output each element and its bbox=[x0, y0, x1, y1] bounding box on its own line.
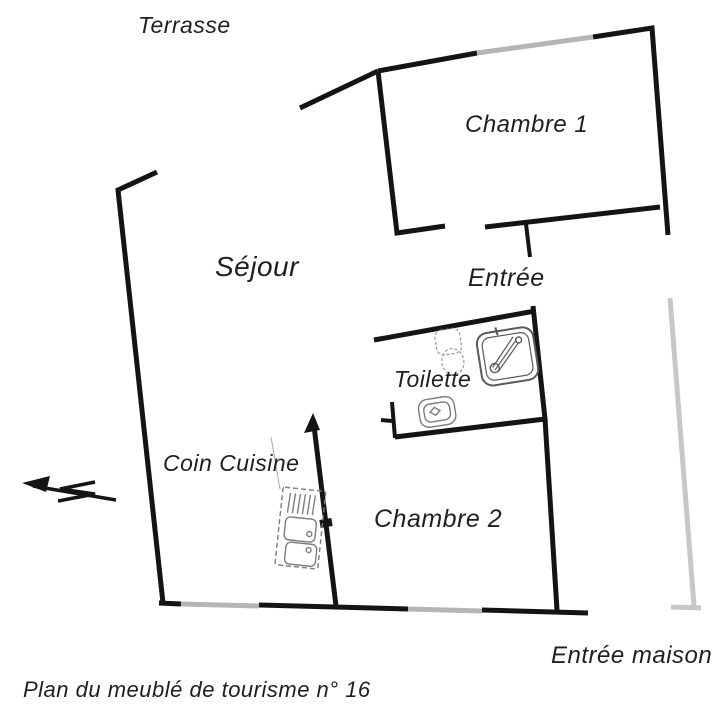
wall-chambre1-top-left bbox=[377, 50, 478, 74]
kitchen-sink-basin-1 bbox=[283, 516, 318, 543]
label-chambre2: Chambre 2 bbox=[374, 505, 503, 533]
exterior-wall-east bbox=[667, 297, 697, 607]
plan-caption: Plan du meublé de tourisme n° 16 bbox=[23, 677, 371, 702]
label-chambre1: Chambre 1 bbox=[465, 111, 589, 138]
windows-gray bbox=[180, 34, 594, 614]
wall-toilette-west-stub bbox=[390, 401, 397, 439]
exterior-wall-corner bbox=[670, 604, 702, 611]
label-terrasse: Terrasse bbox=[138, 12, 231, 38]
north-arrow-head bbox=[22, 476, 50, 492]
washbasin-drain bbox=[428, 406, 442, 417]
wall-bottom-black-2 bbox=[258, 602, 409, 612]
shower-spray-lines bbox=[492, 336, 520, 372]
kitchen-sink-basin-2 bbox=[283, 541, 318, 567]
wall-chambre1-top-right-and-east bbox=[592, 25, 671, 236]
window-bottom-right bbox=[407, 606, 483, 614]
wall-chambre2-east bbox=[542, 418, 560, 611]
wall-toilette-top bbox=[373, 308, 536, 343]
north-arrow-icon bbox=[22, 476, 117, 503]
kitchen-wall-arrowhead bbox=[304, 413, 320, 433]
toilet-cistern bbox=[434, 327, 463, 356]
exterior-boundary-gray bbox=[667, 297, 702, 611]
washbasin-inner bbox=[423, 401, 452, 423]
toilet-symbol bbox=[434, 327, 465, 376]
toilet-bowl bbox=[441, 348, 465, 376]
kitchen-counter-faint-line bbox=[270, 436, 281, 490]
kitchen-unit-outline bbox=[274, 486, 327, 570]
window-bottom-left bbox=[180, 601, 260, 609]
wall-terrasse-diagonal bbox=[298, 68, 380, 111]
label-entree-maison: Entrée maison bbox=[551, 642, 713, 669]
wall-bottom-black-3 bbox=[481, 607, 589, 616]
wall-sejour-west bbox=[115, 169, 166, 604]
shower-outer bbox=[475, 326, 540, 387]
window-chambre1-top bbox=[476, 34, 594, 56]
kitchen-sink-drain-2 bbox=[305, 546, 312, 554]
shower-inner bbox=[481, 332, 534, 381]
wall-chambre1-bottom bbox=[484, 204, 661, 230]
shower-symbol bbox=[475, 326, 540, 387]
walls-black bbox=[115, 25, 671, 616]
label-toilette: Toilette bbox=[394, 366, 472, 392]
kitchen-sink-symbol bbox=[274, 486, 327, 570]
shower-head bbox=[489, 362, 500, 374]
wall-kitchen-partition bbox=[311, 425, 339, 607]
wall-bottom-black-1 bbox=[158, 600, 182, 607]
wall-entree-door-jamb bbox=[524, 223, 532, 258]
wall-chambre1-west bbox=[375, 70, 446, 236]
kitchen-sink-drain-1 bbox=[306, 530, 313, 538]
label-entree: Entrée bbox=[468, 264, 545, 292]
wall-toilette-west-tick bbox=[380, 418, 393, 423]
washbasin-symbol bbox=[417, 395, 457, 429]
shower-valve-tick bbox=[494, 327, 499, 336]
north-arrow-zigzag bbox=[57, 480, 96, 503]
kitchen-drainer-hatch bbox=[286, 492, 317, 516]
label-coin-cuisine: Coin Cuisine bbox=[163, 450, 300, 476]
label-sejour: Séjour bbox=[215, 251, 299, 282]
washbasin-outer bbox=[417, 395, 457, 429]
